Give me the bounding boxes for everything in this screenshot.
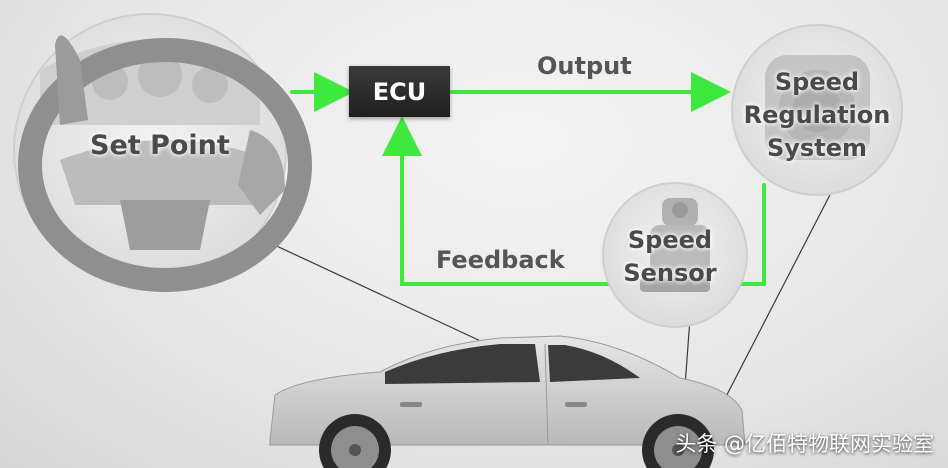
speed-regulation-label: Speed Regulation System (742, 66, 892, 165)
car-icon (269, 335, 746, 468)
set-point-circle (13, 13, 312, 292)
speed-regulation-line-1: Speed (774, 68, 860, 96)
set-point-label: Set Point (90, 130, 230, 161)
signal-lines (290, 72, 766, 286)
speed-sensor-line-1: Speed (627, 226, 713, 254)
speed-sensor-circle (602, 182, 748, 328)
speed-regulation-line-3: System (767, 134, 867, 162)
speed-sensor-line-2: Sensor (623, 259, 717, 287)
feedback-line (382, 116, 766, 286)
ecu-label: ECU (372, 77, 427, 106)
throttle-body-icon (765, 55, 870, 160)
output-label: Output (537, 52, 632, 80)
speed-sensor-label: Speed Sensor (610, 224, 730, 290)
speed-regulation-circle (731, 24, 903, 196)
ecu-box: ECU (349, 66, 450, 117)
watermark: 头条 @亿佰特物联网实验室 (675, 432, 934, 456)
steering-wheel-icon (18, 35, 312, 292)
speed-regulation-line-2: Regulation (743, 101, 891, 129)
speed-sensor-icon (640, 198, 710, 292)
feedback-label: Feedback (436, 246, 565, 274)
